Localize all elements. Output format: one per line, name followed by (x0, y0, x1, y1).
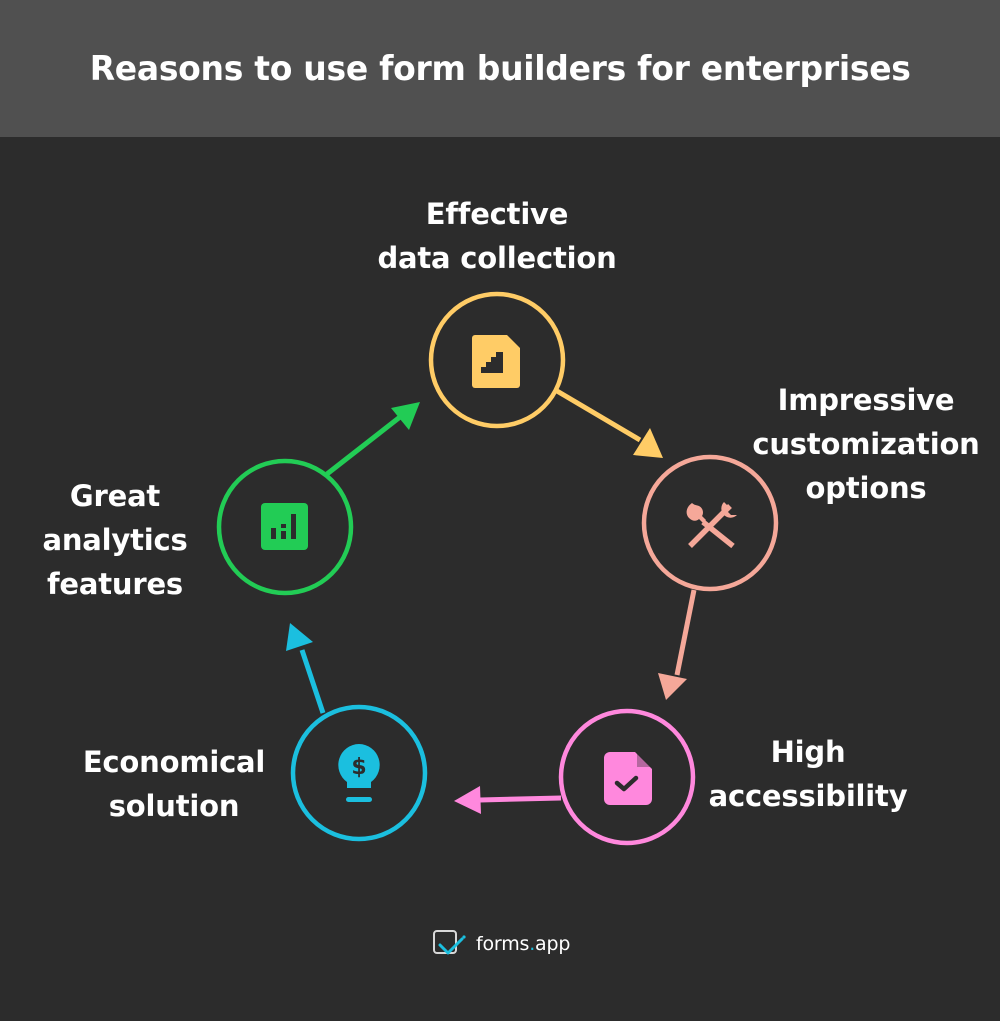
label-analytics: Great analytics features (42, 474, 187, 606)
logo-check-icon (433, 930, 466, 955)
label-line: High (770, 735, 846, 769)
label-economical: Economical solution (82, 740, 266, 828)
tools-icon (686, 502, 737, 549)
logo-text: forms.app (476, 933, 570, 955)
label-accessibility: High accessibility (709, 730, 908, 818)
label-line: features (47, 567, 183, 601)
label-line: Impressive (777, 383, 955, 417)
bar-chart-icon (261, 503, 308, 550)
label-line: data collection (377, 241, 617, 275)
label-line: customization (752, 427, 980, 461)
svg-text:$: $ (351, 755, 366, 780)
label-line: Effective (425, 197, 569, 231)
lightbulb-dollar-icon: $ (338, 744, 380, 802)
arrow-customization-to-accessibility (658, 589, 697, 700)
page-title: Reasons to use form builders for enterpr… (89, 48, 911, 89)
label-line: analytics (42, 523, 188, 557)
logo-dot: . (529, 933, 536, 955)
logo-suffix: app (535, 933, 571, 955)
label-line: solution (108, 789, 240, 823)
label-line: Economical (82, 745, 266, 779)
arrow-economical-to-analytics (286, 623, 326, 714)
logo-name: forms (476, 933, 530, 955)
document-check-icon (604, 752, 652, 805)
label-line: accessibility (708, 779, 908, 813)
label-line: Great (69, 479, 161, 513)
label-line: options (805, 471, 927, 505)
label-customization: Impressive customization options (752, 378, 979, 510)
arrow-data-to-customization (555, 388, 663, 458)
arrow-analytics-to-data (325, 402, 420, 476)
forms-app-logo: forms.app (432, 928, 570, 960)
arrow-accessibility-to-economical (454, 786, 562, 814)
label-data-collection: Effective data collection (377, 192, 616, 280)
document-chart-icon (472, 335, 520, 388)
header-banner: Reasons to use form builders for enterpr… (0, 0, 1000, 137)
